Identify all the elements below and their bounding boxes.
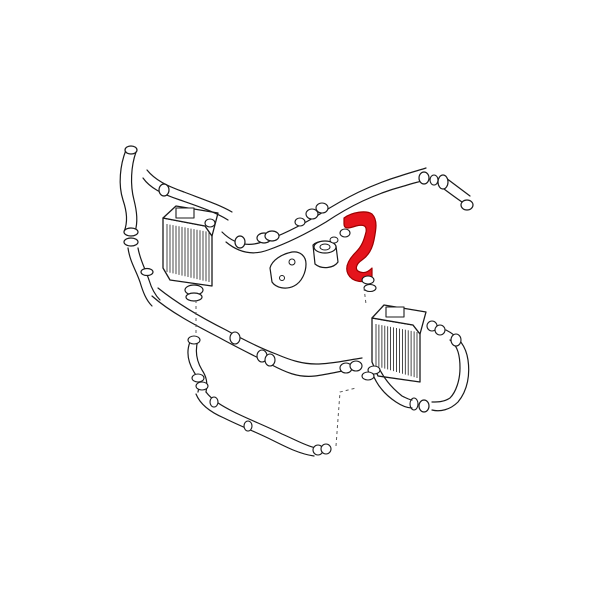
mounting-bracket <box>269 251 307 289</box>
bottom-pipe <box>195 391 332 457</box>
right-side-hose <box>409 329 470 413</box>
left-lower-hose <box>127 247 161 307</box>
leader-lines <box>195 287 367 447</box>
recirculation-valve <box>312 236 339 269</box>
left-upper-hose <box>119 145 139 247</box>
top-cross-pipe <box>142 167 439 254</box>
right-lower-hose <box>361 365 413 409</box>
highlighted-boost-hose[interactable] <box>339 211 377 293</box>
right-intercooler <box>371 304 446 383</box>
top-right-hose-end <box>437 174 474 211</box>
left-intercooler <box>162 205 219 302</box>
middle-long-pipe <box>151 287 363 377</box>
lower-left-hose <box>187 335 209 393</box>
